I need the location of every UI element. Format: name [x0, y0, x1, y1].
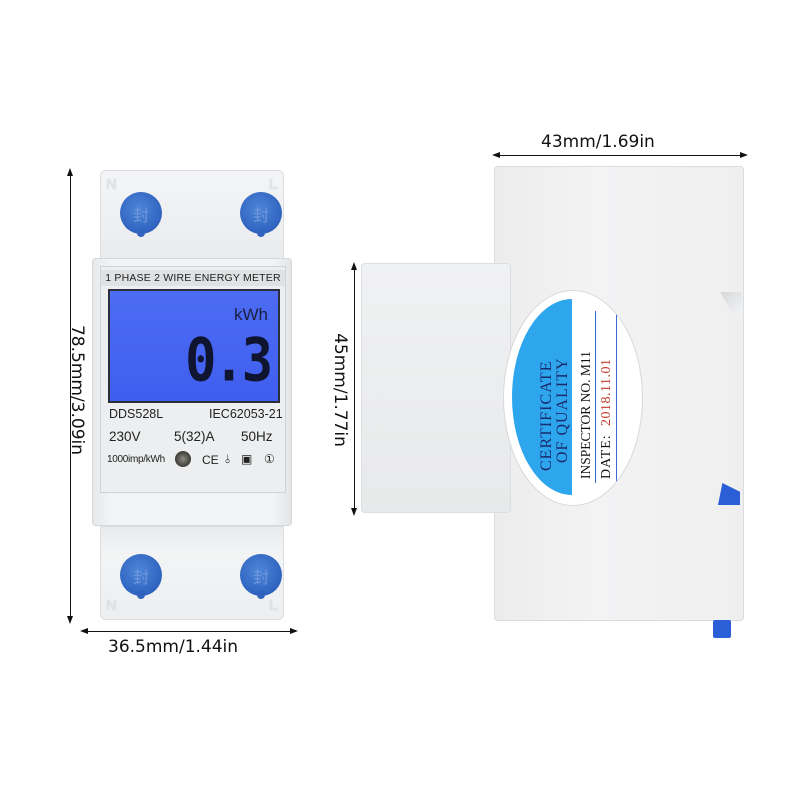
terminal-label-n-bottom: N — [106, 597, 117, 614]
meter-top-terminal-block: N L 封 封 — [100, 170, 284, 260]
meter-face: 1 PHASE 2 WIRE ENERGY METER kWh 0.3 DDS5… — [92, 258, 292, 526]
front-width-label: 36.5mm/1.44in — [108, 637, 239, 657]
terminal-screw-cap-icon: 封 — [120, 192, 162, 234]
standard-number: IEC62053-21 — [209, 407, 283, 421]
plate-title: 1 PHASE 2 WIRE ENERGY METER — [101, 270, 285, 286]
width-dimension-line — [84, 631, 296, 632]
side-height-label: 45mm/1.77in — [330, 333, 350, 447]
frequency-rating: 50Hz — [241, 429, 273, 444]
model-number: DDS528L — [109, 407, 164, 421]
meter-bottom-terminal-block: 封 封 N L — [100, 526, 284, 620]
terminal-screw-cap-icon: 封 — [240, 554, 282, 596]
terminal-label-n-top: N — [106, 176, 117, 193]
side-height-dimension-line — [354, 266, 355, 512]
terminal-label-l-bottom: L — [268, 597, 278, 614]
quality-certificate-seal: CERTIFICATE OF QUALITY INSPECTOR NO. M11… — [503, 290, 643, 506]
terminal-screw-cap-icon: 封 — [120, 554, 162, 596]
side-width-dimension-line — [496, 155, 744, 156]
seal-underline — [595, 311, 596, 483]
energy-meter-front: N L 封 封 1 PHASE 2 WIRE ENERGY METER kWh … — [92, 170, 292, 620]
terminal-screw-cap-icon: 封 — [240, 192, 282, 234]
lcd-display: kWh 0.3 — [108, 289, 280, 403]
terminal-label-l-top: L — [268, 176, 278, 193]
accuracy-class-icon: ① — [264, 452, 275, 466]
seal-title-line2: OF QUALITY — [554, 357, 571, 463]
side-width-label: 43mm/1.69in — [541, 132, 655, 152]
din-release-tab — [713, 620, 731, 638]
seal-date-value: 2018.11.01 — [599, 358, 614, 426]
seal-inspector: INSPECTOR NO. M11 — [578, 351, 593, 479]
double-insulation-icon: ▣ — [241, 452, 253, 466]
front-height-label: 78.5mm/3.09in — [67, 324, 87, 456]
arrow-up-icon — [67, 168, 73, 176]
voltage-rating: 230V — [109, 429, 141, 444]
arrow-down-icon — [351, 508, 357, 516]
lcd-reading: 0.3 — [185, 326, 273, 396]
arrow-left-icon — [492, 152, 500, 158]
arrow-right-icon — [290, 628, 298, 634]
pulse-led-icon — [175, 451, 191, 467]
arrow-up-icon — [351, 262, 357, 270]
lcd-unit: kWh — [234, 305, 268, 324]
pulse-rate: 1000imp/kWh — [107, 454, 165, 465]
arrow-right-icon — [740, 152, 748, 158]
ce-mark-icon: CE — [202, 453, 219, 467]
seal-date-label: DATE: — [599, 434, 614, 479]
height-dimension-line — [70, 172, 71, 620]
arrow-down-icon — [67, 616, 73, 624]
din-rail-notch — [744, 290, 774, 520]
meter-side-front-protrusion — [361, 263, 511, 513]
nameplate: 1 PHASE 2 WIRE ENERGY METER kWh 0.3 DDS5… — [100, 266, 286, 493]
arrow-left-icon — [80, 628, 88, 634]
thermometer-icon: ⫰ — [225, 452, 231, 466]
current-rating: 5(32)A — [174, 429, 215, 444]
seal-underline — [616, 311, 617, 483]
